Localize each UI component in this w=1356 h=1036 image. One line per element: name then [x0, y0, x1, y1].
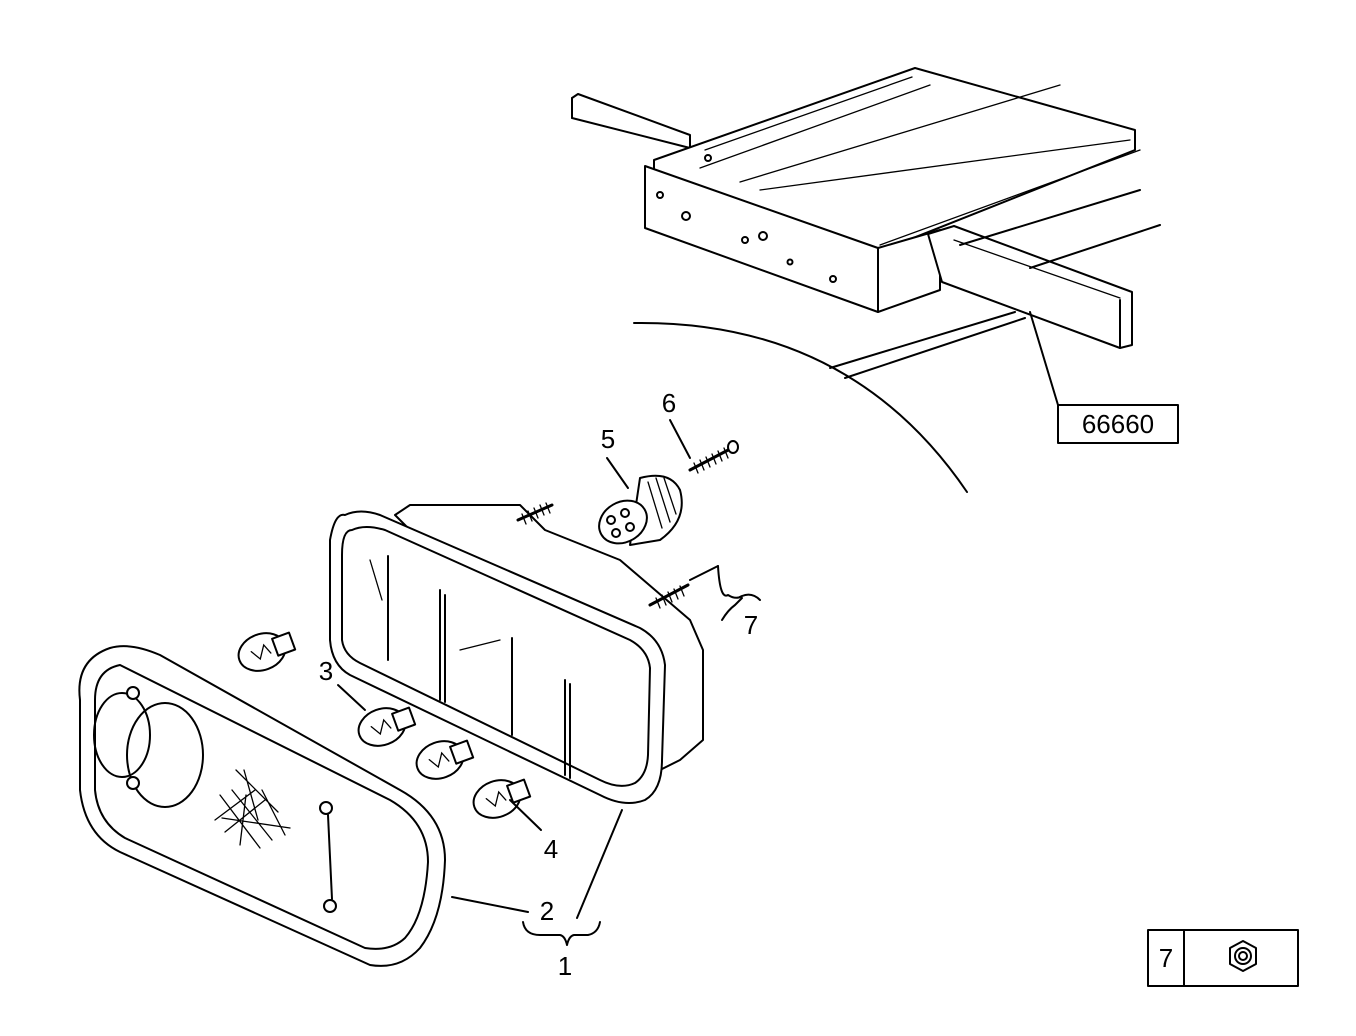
connector-plug [598, 474, 683, 546]
bulb-4 [472, 778, 532, 819]
lamp-lens [78, 645, 446, 967]
callout-2: 2 [540, 896, 554, 926]
lamp-housing [329, 504, 704, 805]
reference-box: 66660 [1057, 404, 1179, 444]
screw [688, 440, 739, 474]
mounting-stud-lower [648, 583, 690, 609]
callout-4: 4 [544, 834, 558, 864]
callout-3: 3 [319, 656, 333, 686]
mounting-stud-upper [516, 502, 554, 525]
legend-box: 7 [1147, 929, 1299, 987]
callout-7: 7 [744, 610, 758, 640]
callout-1: 1 [558, 951, 572, 981]
leader-lines [337, 419, 761, 946]
vehicle-frame-illustration [571, 67, 1161, 349]
hex-nut-icon [1229, 940, 1257, 972]
bulb-middle [415, 739, 475, 780]
bulb-top-left [237, 631, 297, 672]
callout-6: 6 [662, 388, 676, 418]
bulb-3 [357, 706, 417, 747]
guide-lines [633, 311, 1059, 493]
callout-5: 5 [601, 424, 615, 454]
callout-labels: 1 2 3 4 5 6 7 [319, 388, 758, 981]
reference-number: 66660 [1082, 409, 1154, 439]
legend-item-number: 7 [1159, 943, 1173, 973]
